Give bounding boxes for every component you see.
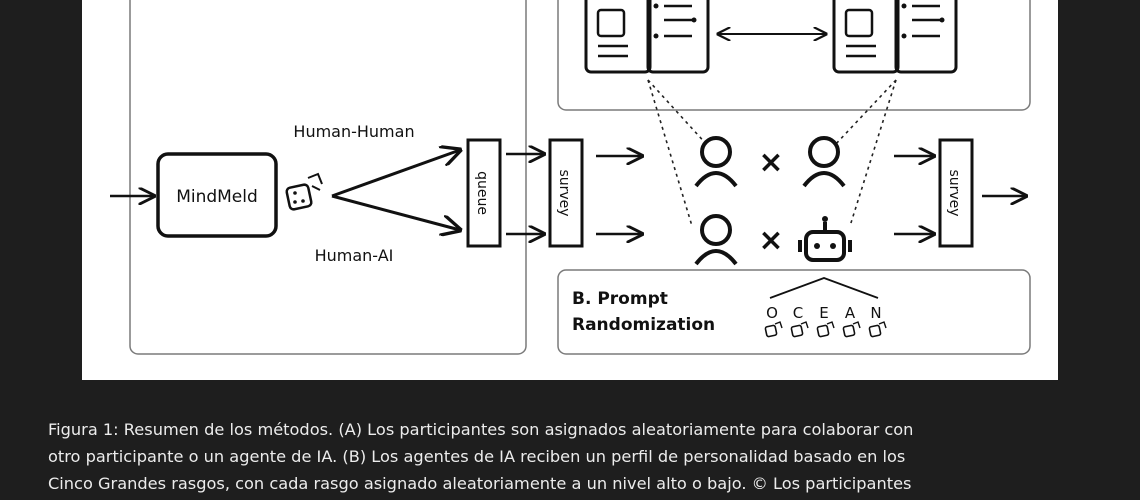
ocean-letter-a: A [845,304,856,322]
survey-box-post [938,138,974,248]
dice-icon [764,321,783,338]
ocean-letter-e: E [819,304,828,322]
branch-arrow-human-human [331,150,460,198]
human-icon-top-left [694,136,738,188]
dotted-links [647,79,897,227]
dice-icon [790,321,809,338]
figure-panel: MindMeld Human-Human Human-AI queue surv… [82,0,1058,380]
robot-icon [798,216,852,262]
caption-line-3: Cinco Grandes rasgos, con cada rasgo asi… [48,474,912,493]
dice-icon [285,172,323,211]
survey-box-pre [548,138,584,248]
panel-a-frame [129,0,527,355]
human-ai-label: Human-AI [315,246,394,265]
dice-icon [842,321,861,338]
survey-label-post: survey [946,169,962,216]
times-symbol-bottom: × [758,223,783,258]
prompt-title-line1: B. Prompt [572,289,668,309]
panel-c-frame [557,0,1031,111]
dice-icon [816,321,835,338]
caption-line-1: Figura 1: Resumen de los métodos. (A) Lo… [48,420,914,439]
survey-label-pre: survey [556,169,572,216]
mindmeld-box [156,152,278,238]
queue-box [466,138,502,248]
panel-b-frame [557,269,1031,355]
chat-document-right [832,0,958,74]
human-human-label: Human-Human [293,122,414,141]
human-icon-bottom [694,214,738,266]
ocean-bracket [769,277,879,299]
human-icon-top-right [802,136,846,188]
queue-label: queue [474,171,490,215]
figure-caption: Figura 1: Resumen de los métodos. (A) Lo… [48,416,1098,497]
ocean-letter-o: O [766,304,778,322]
times-symbol-top: × [758,145,783,180]
ocean-letter-n: N [870,304,881,322]
branch-arrow-human-ai [331,194,460,230]
chat-document-left [584,0,710,74]
prompt-title-line2: Randomization [572,315,715,335]
caption-line-2: otro participante o un agente de IA. (B)… [48,447,906,466]
dice-icon [868,321,887,338]
methods-diagram: MindMeld Human-Human Human-AI queue surv… [110,0,1031,355]
mindmeld-label: MindMeld [176,187,258,207]
ocean-letter-c: C [793,304,803,322]
